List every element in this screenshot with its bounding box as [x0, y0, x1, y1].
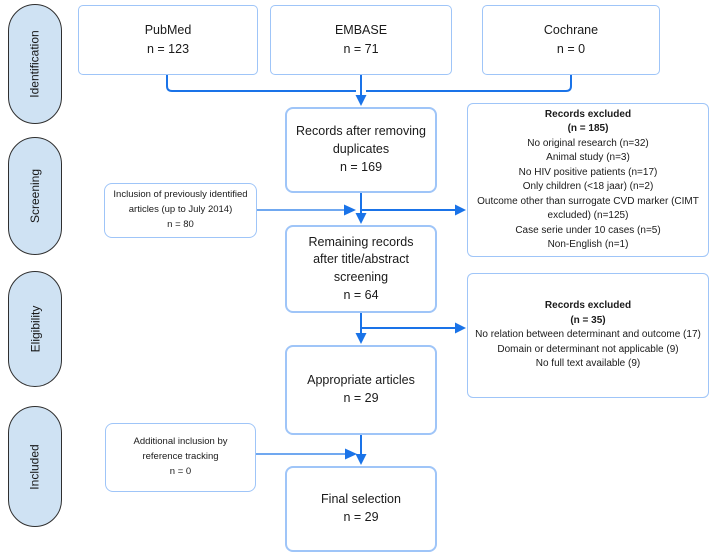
thin-inclusion-lines — [256, 209, 345, 455]
source-box-pubmed: PubMed n = 123 — [78, 5, 258, 75]
stage-pill-included: Included — [8, 406, 62, 527]
box-count: n = 169 — [339, 159, 383, 174]
arrowhead-right-inclusion2 — [345, 448, 357, 460]
stage-label: Screening — [28, 168, 43, 224]
box-line: Additional inclusion by — [133, 436, 228, 448]
arrowheads — [344, 95, 466, 465]
exclusion-title: Records excluded — [544, 108, 632, 120]
flow-box-records-after-duplicates: Records after removing duplicates n = 16… — [285, 107, 437, 193]
box-line: after title/abstract — [313, 252, 409, 267]
box-line: Remaining records — [308, 234, 414, 249]
source-name: EMBASE — [334, 23, 388, 38]
stage-pill-screening: Screening — [8, 137, 62, 255]
connector-cochrane-merge — [366, 75, 572, 92]
exclusion-box-2: Records excluded (n = 35) No relation be… — [467, 273, 709, 398]
box-count: n = 29 — [343, 510, 379, 524]
exclusion-reason: No full text available (9) — [535, 358, 641, 370]
exclusion-reason: No original research (n=32) — [527, 137, 649, 149]
exclusion-box-1: Records excluded (n = 185) No original r… — [467, 103, 709, 257]
source-count: n = 71 — [343, 42, 379, 56]
box-count: n = 0 — [169, 465, 192, 477]
exclusion-reason: Case serie under 10 cases (n=5) — [515, 224, 661, 236]
exclusion-reason: Domain or determinant not applicable (9) — [497, 343, 679, 355]
exclusion-subtitle: (n = 185) — [567, 123, 609, 134]
box-line: Records after removing — [296, 124, 426, 139]
arrowhead-down-final — [355, 454, 367, 465]
side-box-reference-tracking: Additional inclusion by reference tracki… — [105, 423, 256, 492]
box-line: articles (up to July 2014) — [128, 204, 233, 216]
arrowhead-down-remaining — [355, 213, 367, 224]
box-line: screening — [333, 270, 389, 284]
side-box-prior-inclusion: Inclusion of previously identified artic… — [104, 183, 257, 238]
source-count: n = 123 — [146, 42, 190, 56]
stage-pill-identification: Identification — [8, 4, 62, 124]
arrowhead-down-appropriate — [355, 333, 367, 344]
stage-label: Eligibility — [28, 305, 42, 353]
source-count: n = 0 — [556, 42, 586, 56]
exclusion-reason: Animal study (n=3) — [546, 152, 630, 163]
source-box-embase: EMBASE n = 71 — [270, 5, 452, 75]
arrowhead-right-excluded-2 — [455, 322, 466, 334]
flow-box-appropriate-articles: Appropriate articles n = 29 — [285, 345, 437, 435]
box-line: duplicates — [332, 142, 390, 157]
stage-label: Identification — [28, 30, 43, 98]
box-line: reference tracking — [142, 451, 219, 463]
stage-pill-eligibility: Eligibility — [8, 271, 62, 387]
connector-pubmed-merge — [166, 75, 356, 92]
exclusion-reason: No relation between determinant and outc… — [475, 329, 701, 341]
box-line: Inclusion of previously identified — [113, 189, 248, 201]
arrowhead-right-inclusion1 — [344, 204, 356, 216]
arrowhead-down-dedup — [355, 95, 367, 106]
arrow-lines — [166, 75, 572, 454]
exclusion-title: Records excluded — [544, 300, 632, 312]
box-count: n = 80 — [167, 218, 194, 230]
exclusion-subtitle: (n = 35) — [570, 314, 606, 326]
box-count: n = 64 — [343, 287, 379, 302]
arrowhead-right-excluded-1 — [455, 204, 466, 216]
exclusion-reason: Outcome other than surrogate CVD marker … — [477, 195, 699, 222]
exclusion-reason: No HIV positive patients (n=17) — [518, 166, 658, 178]
source-box-cochrane: Cochrane n = 0 — [482, 5, 660, 75]
source-name: Cochrane — [543, 23, 599, 38]
box-count: n = 29 — [343, 391, 379, 405]
flow-box-remaining-records: Remaining records after title/abstract s… — [285, 225, 437, 313]
box-line: Appropriate articles — [307, 373, 415, 388]
flow-box-final-selection: Final selection n = 29 — [285, 466, 437, 552]
box-line: Final selection — [321, 492, 401, 507]
source-name: PubMed — [144, 23, 192, 38]
exclusion-reason: Only children (<18 jaar) (n=2) — [522, 181, 654, 192]
exclusion-reason: Non-English (n=1) — [547, 239, 629, 250]
stage-label: Included — [28, 443, 42, 490]
